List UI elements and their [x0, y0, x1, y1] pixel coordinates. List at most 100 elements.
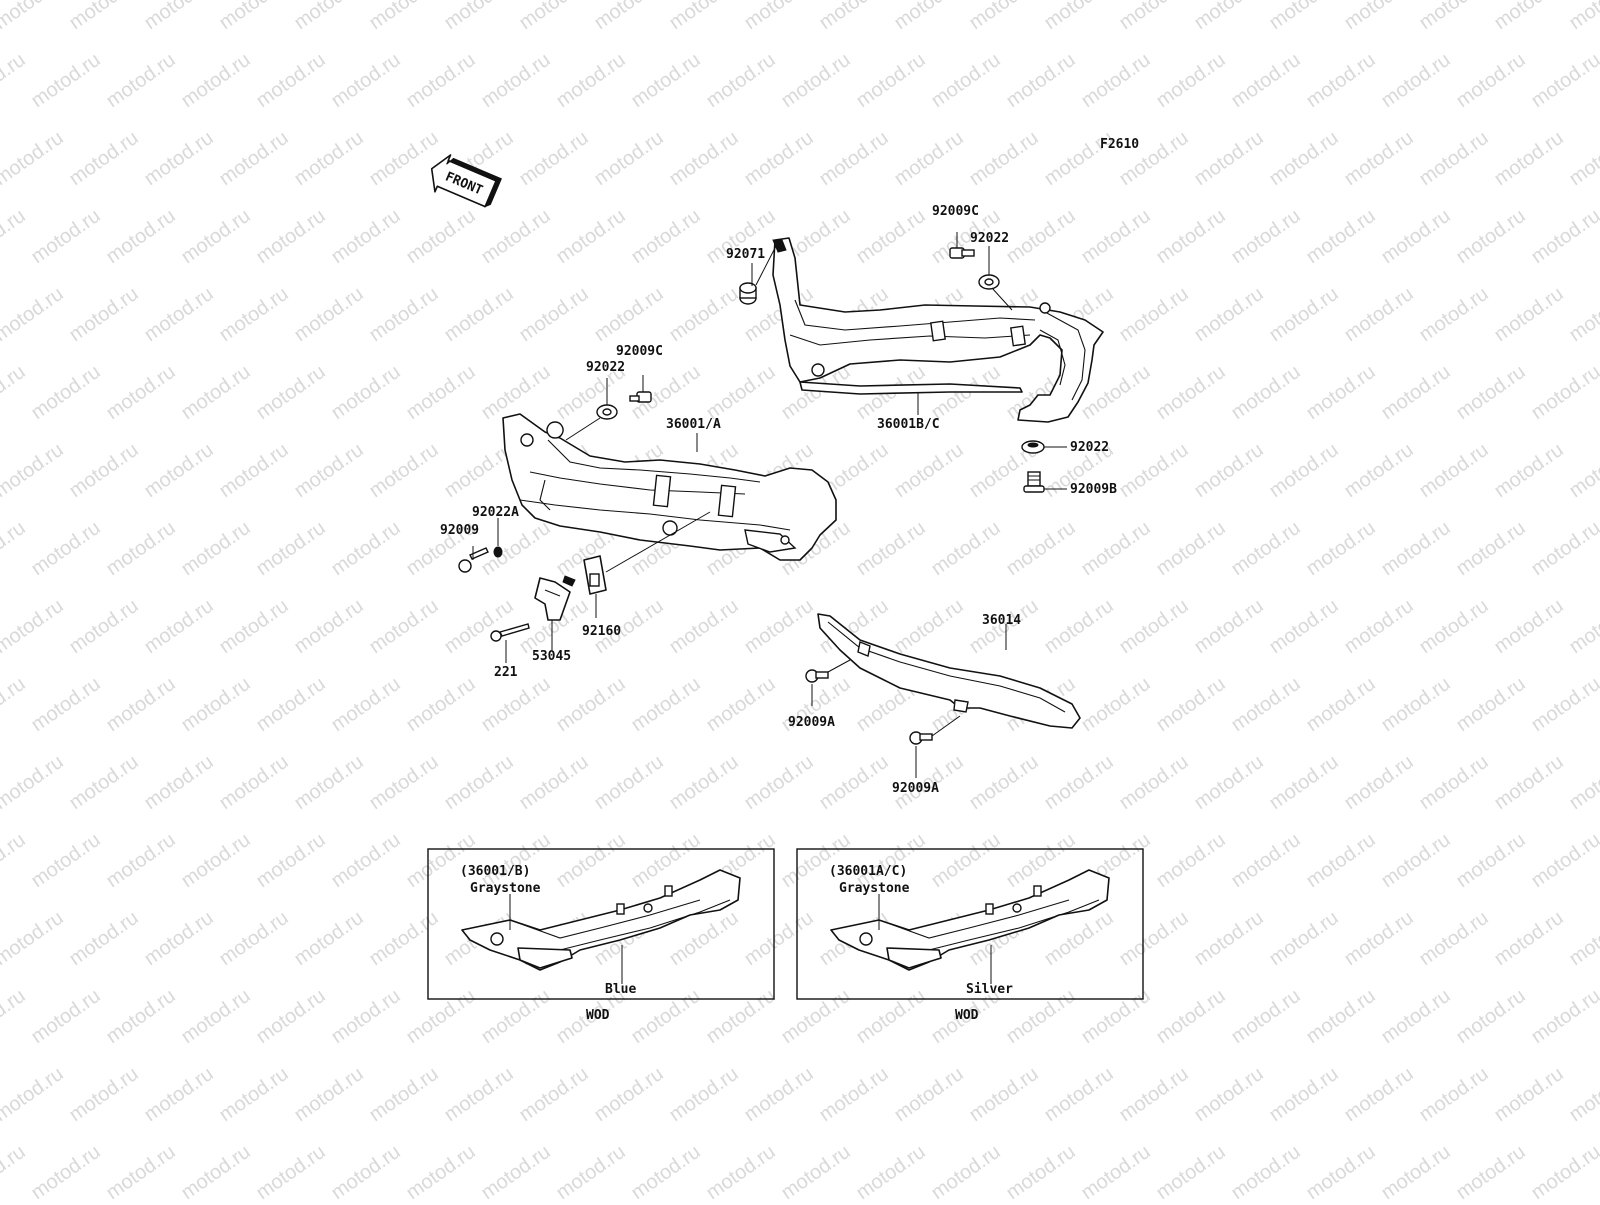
- watermark-text: motod.ru: [1152, 985, 1229, 1048]
- watermark-text: motod.ru: [140, 127, 217, 190]
- watermark-text: motod.ru: [252, 517, 329, 580]
- watermark-text: motod.ru: [740, 127, 817, 190]
- label-92160: 92160: [582, 624, 621, 639]
- watermark-text: motod.ru: [0, 1141, 30, 1200]
- watermark-text: motod.ru: [702, 1141, 779, 1200]
- watermark-text: motod.ru: [1527, 361, 1600, 424]
- watermark-text: motod.ru: [1227, 1141, 1304, 1200]
- watermark-text: motod.ru: [1415, 595, 1492, 658]
- watermark-text: motod.ru: [1490, 127, 1567, 190]
- watermark-text: motod.ru: [1527, 829, 1600, 892]
- watermark-text: motod.ru: [327, 361, 404, 424]
- watermark-text: motod.ru: [327, 673, 404, 736]
- watermark-text: motod.ru: [27, 829, 104, 892]
- watermark-text: motod.ru: [1265, 127, 1342, 190]
- watermark-text: motod.ru: [1452, 673, 1529, 736]
- watermark-text: motod.ru: [1077, 673, 1154, 736]
- label-221: 221: [494, 665, 518, 680]
- watermark-text: motod.ru: [815, 751, 892, 814]
- watermark-text: motod.ru: [27, 205, 104, 268]
- watermark-text: motod.ru: [365, 0, 442, 34]
- watermark-text: motod.ru: [290, 127, 367, 190]
- watermark-text: motod.ru: [402, 205, 479, 268]
- label-92022-right: 92022: [1070, 440, 1109, 455]
- watermark-text: motod.ru: [252, 985, 329, 1048]
- watermark-text: motod.ru: [1227, 673, 1304, 736]
- label-92022A: 92022A: [472, 505, 519, 520]
- watermark-text: motod.ru: [0, 439, 68, 502]
- watermark-text: motod.ru: [1415, 1063, 1492, 1126]
- watermark-text: motod.ru: [1490, 0, 1567, 34]
- watermark-text: motod.ru: [27, 985, 104, 1048]
- watermark-text: motod.ru: [177, 49, 254, 112]
- watermark-text: motod.ru: [0, 49, 30, 112]
- watermark-text: motod.ru: [552, 205, 629, 268]
- inset-left: (36001/B) Graystone Blue WOD: [427, 848, 775, 1023]
- watermark-text: motod.ru: [1302, 361, 1379, 424]
- watermark-text: motod.ru: [1002, 985, 1079, 1048]
- watermark-text: motod.ru: [27, 49, 104, 112]
- watermark-text: motod.ru: [740, 751, 817, 814]
- watermark-text: motod.ru: [140, 907, 217, 970]
- watermark-text: motod.ru: [852, 205, 929, 268]
- watermark-text: motod.ru: [1302, 673, 1379, 736]
- watermark-text: motod.ru: [140, 1063, 217, 1126]
- watermark-text: motod.ru: [1002, 205, 1079, 268]
- watermark-text: motod.ru: [665, 283, 742, 346]
- watermark-text: motod.ru: [965, 1063, 1042, 1126]
- watermark-text: motod.ru: [365, 439, 442, 502]
- label-36001A: 36001/A: [666, 417, 721, 432]
- watermark-text: motod.ru: [0, 517, 30, 580]
- washer-92022-top-icon: [978, 274, 1000, 290]
- watermark-text: motod.ru: [1002, 517, 1079, 580]
- watermark-text: motod.ru: [252, 49, 329, 112]
- watermark-text: motod.ru: [1190, 907, 1267, 970]
- watermark-text: motod.ru: [1452, 361, 1529, 424]
- watermark-text: motod.ru: [0, 829, 30, 892]
- watermark-text: motod.ru: [0, 127, 68, 190]
- watermark-text: motod.ru: [740, 0, 817, 34]
- watermark-text: motod.ru: [0, 1063, 68, 1126]
- watermark-text: motod.ru: [365, 283, 442, 346]
- watermark-text: motod.ru: [0, 673, 30, 736]
- watermark-text: motod.ru: [1340, 0, 1417, 34]
- watermark-text: motod.ru: [927, 49, 1004, 112]
- watermark-text: motod.ru: [477, 49, 554, 112]
- watermark-text: motod.ru: [815, 127, 892, 190]
- watermark-text: motod.ru: [440, 1063, 517, 1126]
- inset-left-lower-color: Blue: [605, 982, 636, 997]
- washer-92022-right-icon: [1021, 440, 1045, 454]
- watermark-text: motod.ru: [177, 517, 254, 580]
- watermark-text: motod.ru: [1565, 127, 1600, 190]
- watermark-text: motod.ru: [1377, 985, 1454, 1048]
- watermark-text: motod.ru: [1152, 829, 1229, 892]
- watermark-text: motod.ru: [1377, 829, 1454, 892]
- watermark-text: motod.ru: [0, 361, 30, 424]
- bolt-92009A-upper-icon: [805, 669, 829, 683]
- watermark-text: motod.ru: [1040, 0, 1117, 34]
- watermark-text: motod.ru: [1152, 205, 1229, 268]
- watermark-text: motod.ru: [1265, 0, 1342, 34]
- watermark-text: motod.ru: [27, 1141, 104, 1200]
- watermark-text: motod.ru: [27, 673, 104, 736]
- watermark-text: motod.ru: [402, 829, 479, 892]
- watermark-text: motod.ru: [402, 1141, 479, 1200]
- watermark-text: motod.ru: [552, 673, 629, 736]
- watermark-text: motod.ru: [177, 205, 254, 268]
- watermark-text: motod.ru: [1302, 985, 1379, 1048]
- watermark-text: motod.ru: [1490, 907, 1567, 970]
- watermark-text: motod.ru: [177, 361, 254, 424]
- watermark-text: motod.ru: [927, 517, 1004, 580]
- watermark-text: motod.ru: [140, 283, 217, 346]
- watermark-text: motod.ru: [1452, 49, 1529, 112]
- watermark-text: motod.ru: [215, 1063, 292, 1126]
- watermark-text: motod.ru: [0, 985, 30, 1048]
- watermark-text: motod.ru: [1565, 1063, 1600, 1126]
- watermark-text: motod.ru: [102, 205, 179, 268]
- part-labels: 92009C 92022 92071 36001B/C 92022 92009B…: [440, 204, 1117, 796]
- watermark-text: motod.ru: [290, 1063, 367, 1126]
- watermark-text: motod.ru: [290, 283, 367, 346]
- watermark-text: motod.ru: [0, 751, 68, 814]
- watermark-text: motod.ru: [1490, 439, 1567, 502]
